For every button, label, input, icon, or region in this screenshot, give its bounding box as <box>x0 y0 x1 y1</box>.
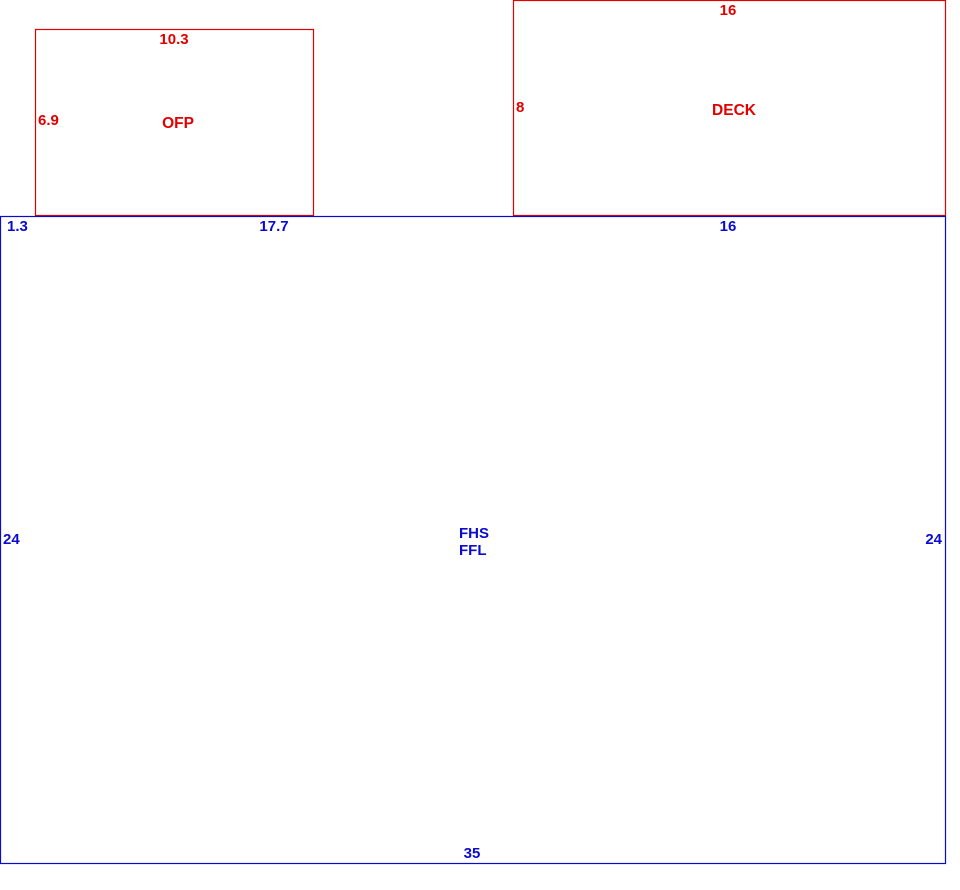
area-main-outline <box>0 215 947 865</box>
area-ofp-top-dimension: 10.3 <box>159 31 188 48</box>
area-ofp-left-dimension: 6.9 <box>38 112 59 129</box>
area-deck-left-dimension: 8 <box>516 99 524 116</box>
area-ofp-outline <box>34 28 315 217</box>
area-main-bottom-dimension: 35 <box>464 845 481 862</box>
area-main-top-dimension-1: 1.3 <box>7 218 28 235</box>
area-main-top-dimension-3: 16 <box>720 218 737 235</box>
area-ofp: 10.3 6.9 OFP <box>34 28 315 217</box>
area-main-left-dimension: 24 <box>3 531 20 548</box>
area-main-right-dimension: 24 <box>925 531 942 548</box>
area-main-top-dimension-2: 17.7 <box>259 218 288 235</box>
area-main: 1.3 17.7 16 24 24 FHS FFL 35 <box>0 215 947 865</box>
area-ofp-label: OFP <box>162 115 194 132</box>
area-deck-label: DECK <box>712 102 757 119</box>
area-deck-top-dimension: 16 <box>720 2 737 19</box>
area-deck-outline <box>512 0 947 217</box>
area-deck: 16 8 DECK <box>512 0 947 217</box>
area-main-label-line-2: FFL <box>459 542 487 559</box>
area-main-label-line-1: FHS <box>459 525 489 542</box>
